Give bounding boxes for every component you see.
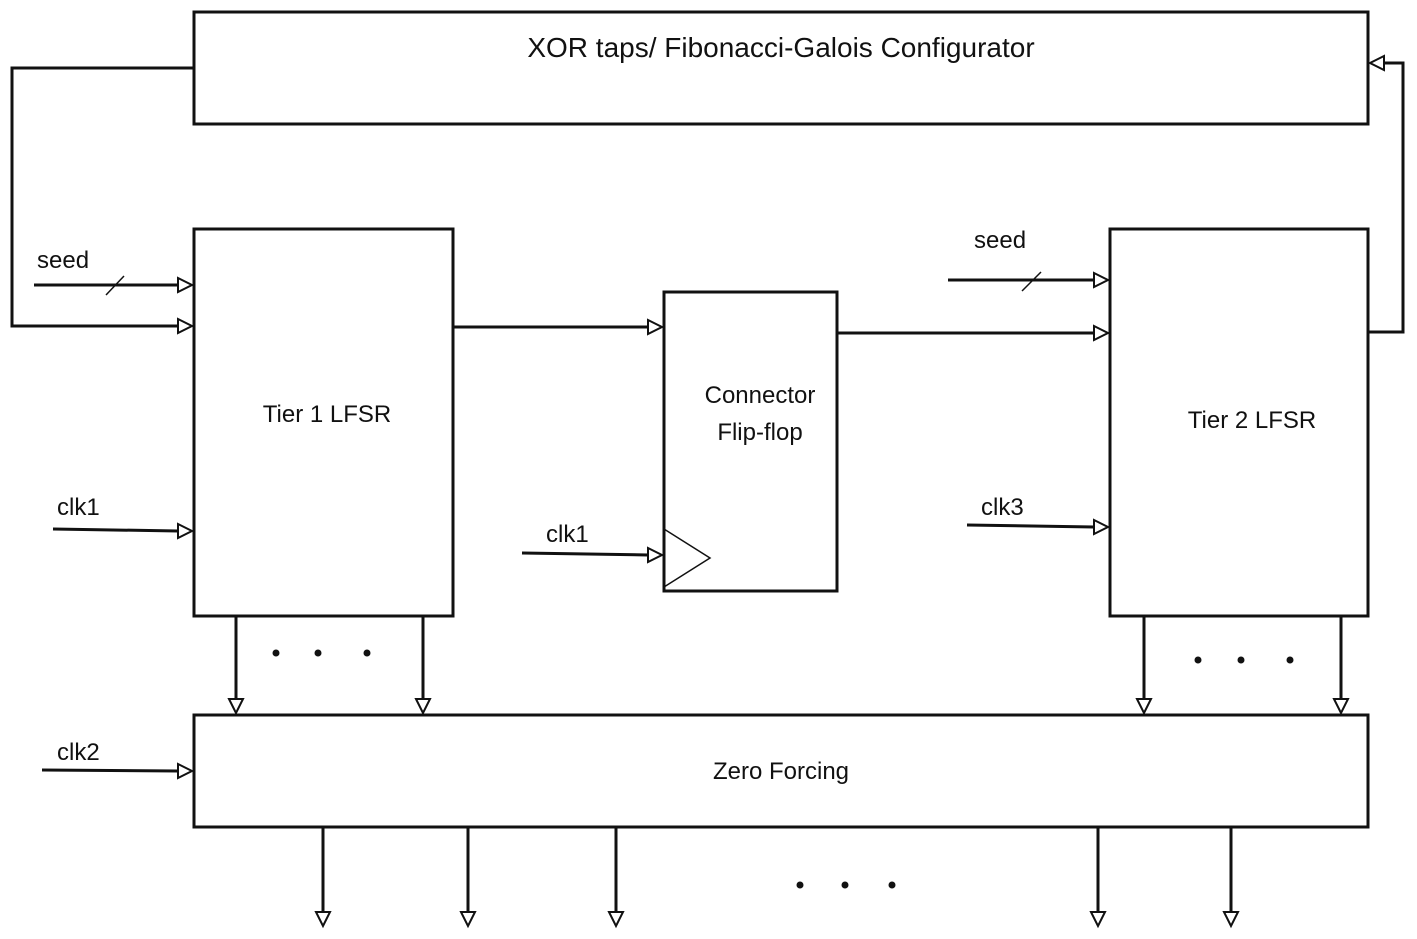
connector-label: Connector (705, 382, 816, 409)
clk2-zero-forcing-arrow (177, 762, 195, 780)
seed-tier2-label: seed (974, 227, 1026, 254)
seed-tier1-arrow (177, 276, 195, 294)
tier1-lfsr-label: Tier 1 LFSR (263, 401, 391, 428)
clk2-zero-forcing-wire (41, 768, 179, 773)
tier1-to-connector-arrow (647, 318, 665, 336)
configurator-to-tier1-arrow (177, 317, 195, 335)
tier2-output-right-arrow (1332, 698, 1350, 716)
tier1-output-left-arrow (227, 698, 245, 716)
tier1-outputs-ellipsis (272, 649, 371, 657)
zero-forcing-outputs (314, 827, 1240, 929)
zero-forcing-outputs-ellipsis (796, 881, 896, 889)
flipflop-label: Flip-flop (717, 419, 802, 446)
clk1-connector-wire (521, 551, 649, 557)
seed-tier2-bus-slash (1021, 271, 1042, 292)
clk1-connector-label: clk1 (546, 521, 589, 548)
configurator-label: XOR taps/ Fibonacci-Galois Configurator (527, 32, 1034, 63)
clock-edge-triangle (663, 528, 712, 588)
clk1-connector-arrow (647, 546, 665, 564)
zero-forcing-label: Zero Forcing (713, 758, 849, 785)
tier2-to-configurator-arrow (1367, 54, 1385, 72)
configurator-block (192, 10, 1370, 126)
clk1-tier1-wire (52, 527, 179, 533)
clk3-tier2-arrow (1093, 518, 1111, 536)
tier2-to-configurator-wire (1368, 61, 1405, 334)
clk3-tier2-label: clk3 (981, 494, 1024, 521)
configurator-to-tier1-wire (10, 66, 194, 328)
tier2-output-left-arrow (1135, 698, 1153, 716)
clk2-zero-forcing-label: clk2 (57, 739, 100, 766)
zero-forcing-block (192, 713, 1370, 829)
tier2-outputs-ellipsis (1194, 656, 1294, 664)
connector-flipflop-block (662, 290, 839, 593)
connector-to-tier2-arrow (1093, 324, 1111, 342)
clk1-tier1-arrow (177, 522, 195, 540)
clk1-tier1-label: clk1 (57, 494, 100, 521)
tier2-lfsr-block (1108, 227, 1370, 618)
seed-tier2-arrow (1093, 271, 1111, 289)
seed-tier1-label: seed (37, 247, 89, 274)
tier1-output-right-arrow (414, 698, 432, 716)
tier1-lfsr-block (192, 227, 455, 618)
tier2-lfsr-label: Tier 2 LFSR (1188, 407, 1316, 434)
clk3-tier2-wire (966, 523, 1095, 529)
seed-tier1-bus-slash (105, 275, 125, 296)
